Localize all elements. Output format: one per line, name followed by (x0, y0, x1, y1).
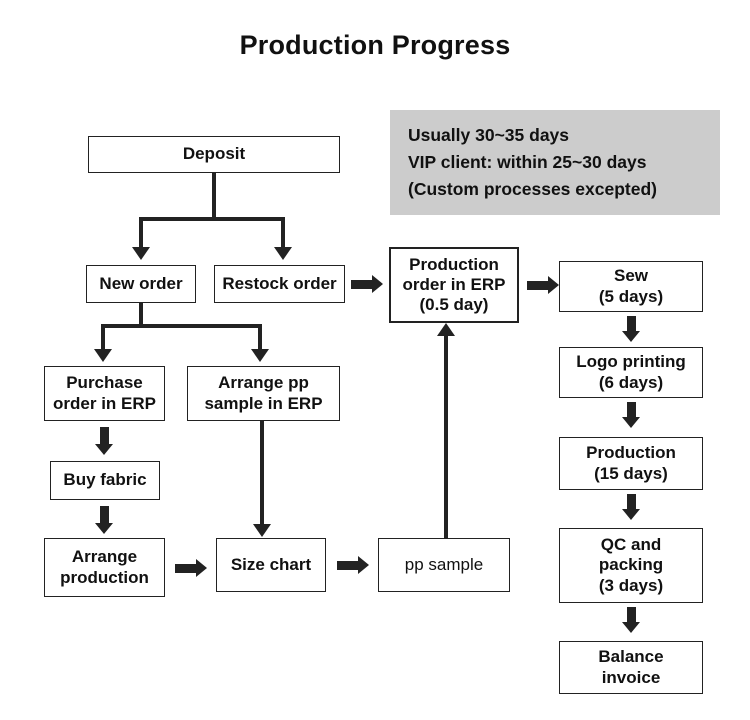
node-size-chart[interactable]: Size chart (216, 538, 326, 592)
node-purchase-order-in-erp[interactable]: Purchase order in ERP (44, 366, 165, 421)
node-arrange-pp-sample-line-1: Arrange pp (218, 373, 309, 393)
arrowhead-to-restock-order (274, 247, 292, 260)
node-production-order-in-erp[interactable]: Production order in ERP (0.5 day) (389, 247, 519, 323)
arrowhead-to-production-order (437, 323, 455, 336)
note-line-1: Usually 30~35 days (408, 124, 570, 145)
node-qc-packing-line-2: packing (598, 555, 664, 575)
node-new-order[interactable]: New order (86, 265, 196, 303)
connector-new-order-stem (139, 303, 143, 326)
arrow-restock-to-production-order (351, 275, 383, 293)
node-pp-sample-label: pp sample (404, 554, 484, 574)
node-purchase-order-line-2: order in ERP (53, 393, 156, 413)
node-arrange-production[interactable]: Arrange production (44, 538, 165, 597)
node-balance-invoice-line-1: Balance (598, 647, 664, 667)
node-production-line-1: Production (586, 443, 676, 463)
node-production-order-line-2: order in ERP (402, 274, 506, 294)
arrow-buy-fabric-to-arrange-production (95, 506, 113, 534)
arrowhead-to-new-order (132, 247, 150, 260)
node-buy-fabric[interactable]: Buy fabric (50, 461, 160, 500)
connector-new-order-bus (101, 324, 262, 328)
arrow-qc-packing-to-balance-invoice (622, 607, 640, 633)
node-production-order-line-3: (0.5 day) (419, 295, 489, 315)
arrow-logo-printing-to-production (622, 402, 640, 428)
connector-pp-sample-to-size-chart (260, 421, 264, 526)
node-new-order-label: New order (99, 273, 183, 293)
connector-pp-sample-to-production-order (444, 335, 448, 538)
arrow-production-to-qc-packing (622, 494, 640, 520)
node-arrange-production-line-2: production (60, 567, 149, 587)
arrowhead-to-arrange-pp-sample (251, 349, 269, 362)
connector-deposit-left-drop (139, 217, 143, 247)
node-sew-line-1: Sew (613, 266, 649, 286)
node-sew-line-2: (5 days) (598, 286, 664, 306)
node-arrange-pp-sample-in-erp[interactable]: Arrange pp sample in ERP (187, 366, 340, 421)
node-balance-invoice[interactable]: Balance invoice (559, 641, 703, 694)
node-arrange-production-line-1: Arrange (71, 547, 138, 567)
node-qc-and-packing[interactable]: QC and packing (3 days) (559, 528, 703, 603)
node-pp-sample[interactable]: pp sample (378, 538, 510, 592)
connector-new-order-left-drop (101, 324, 105, 349)
arrow-arrange-production-to-size-chart (175, 559, 207, 577)
node-production-line-2: (15 days) (594, 463, 668, 483)
node-logo-printing-line-2: (6 days) (598, 372, 664, 392)
node-production[interactable]: Production (15 days) (559, 437, 703, 490)
node-logo-printing[interactable]: Logo printing (6 days) (559, 347, 703, 398)
node-logo-printing-line-1: Logo printing (576, 352, 686, 372)
connector-deposit-right-drop (281, 217, 285, 247)
note-line-2: VIP client: within 25~30 days (408, 151, 647, 172)
arrow-sew-to-logo-printing (622, 316, 640, 342)
note-line-3: (Custom processes excepted) (408, 179, 657, 200)
connector-new-order-right-drop (258, 324, 262, 349)
arrow-size-chart-to-pp-sample (337, 556, 369, 574)
arrowhead-to-size-chart (253, 524, 271, 537)
arrow-purchase-order-to-buy-fabric (95, 427, 113, 455)
node-restock-order[interactable]: Restock order (214, 265, 345, 303)
arrowhead-to-purchase-order (94, 349, 112, 362)
node-qc-packing-line-1: QC and (600, 535, 662, 555)
node-sew[interactable]: Sew (5 days) (559, 261, 703, 312)
node-qc-packing-line-3: (3 days) (598, 575, 664, 595)
page-title: Production Progress (239, 30, 511, 60)
connector-deposit-bus (139, 217, 285, 221)
node-size-chart-label: Size chart (230, 554, 312, 574)
connector-deposit-stem (212, 173, 216, 219)
node-purchase-order-line-1: Purchase (66, 373, 143, 393)
node-arrange-pp-sample-line-2: sample in ERP (204, 393, 323, 413)
node-balance-invoice-line-2: invoice (601, 667, 661, 687)
node-buy-fabric-label: Buy fabric (63, 470, 147, 490)
node-production-order-line-1: Production (409, 254, 499, 274)
node-deposit-label: Deposit (182, 144, 246, 164)
node-restock-order-label: Restock order (222, 273, 337, 293)
lead-time-note: Usually 30~35 days VIP client: within 25… (390, 110, 720, 215)
node-deposit[interactable]: Deposit (88, 136, 340, 173)
arrow-production-order-to-sew (527, 276, 559, 294)
